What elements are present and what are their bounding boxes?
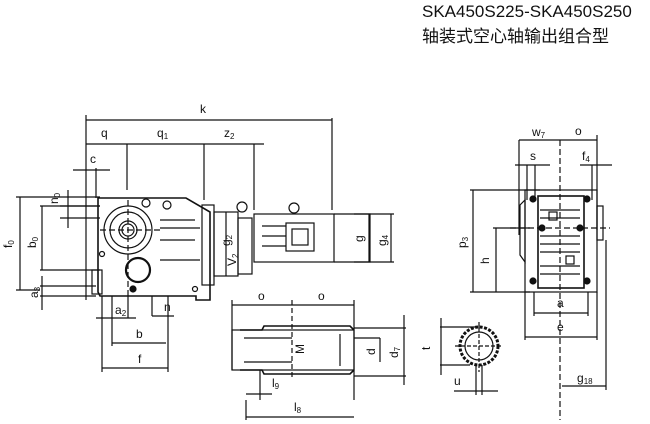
dim-f4: f4: [582, 149, 590, 164]
dim-o-right: o: [318, 289, 325, 303]
dim-t: t: [419, 346, 433, 350]
dim-g2: g2: [219, 234, 234, 246]
dim-l9: l9: [272, 376, 280, 391]
dim-u: u: [454, 374, 461, 388]
dim-n: n: [164, 300, 171, 314]
dimension-labels: k q q1 z2 c n0 f0 b0 a3 a2 n b f g2 V2 g…: [1, 102, 593, 415]
dim-g: g: [352, 235, 366, 242]
dim-a3: a3: [27, 286, 42, 298]
dim-h: h: [478, 257, 492, 264]
dim-g18: g18: [577, 371, 593, 386]
dim-o: o: [575, 124, 582, 138]
dim-q: q: [101, 126, 108, 140]
dim-a2: a2: [115, 303, 127, 318]
dim-f0: f0: [1, 240, 16, 248]
dim-w7: w7: [531, 125, 546, 140]
dim-p3: p3: [455, 236, 470, 248]
dim-o-left: o: [258, 289, 265, 303]
dim-c: c: [90, 152, 96, 166]
shaft-view: [231, 300, 406, 420]
dim-q1: q1: [157, 126, 169, 141]
dim-v2: V2: [225, 253, 240, 266]
dim-b0: b0: [25, 236, 40, 248]
model-range-title: SKA450S225-SKA450S250: [422, 2, 632, 21]
dim-l8: l8: [294, 400, 302, 415]
dim-b: b: [136, 327, 143, 341]
dim-e: e: [557, 320, 564, 334]
dim-n0: n0: [47, 192, 62, 204]
dim-a: a: [557, 296, 564, 310]
side-view: [16, 115, 394, 372]
section-view: [440, 318, 503, 395]
dim-d7: d7: [387, 346, 402, 358]
end-view: [470, 135, 612, 420]
dim-k: k: [200, 102, 207, 116]
dim-z2: z2: [224, 126, 235, 141]
dim-s: s: [530, 149, 536, 163]
subtitle: 轴装式空心轴输出组合型: [422, 27, 609, 47]
dim-d: d: [364, 348, 378, 355]
dim-g4: g4: [375, 234, 390, 246]
dim-f: f: [138, 352, 142, 366]
dim-M: M: [293, 344, 307, 354]
